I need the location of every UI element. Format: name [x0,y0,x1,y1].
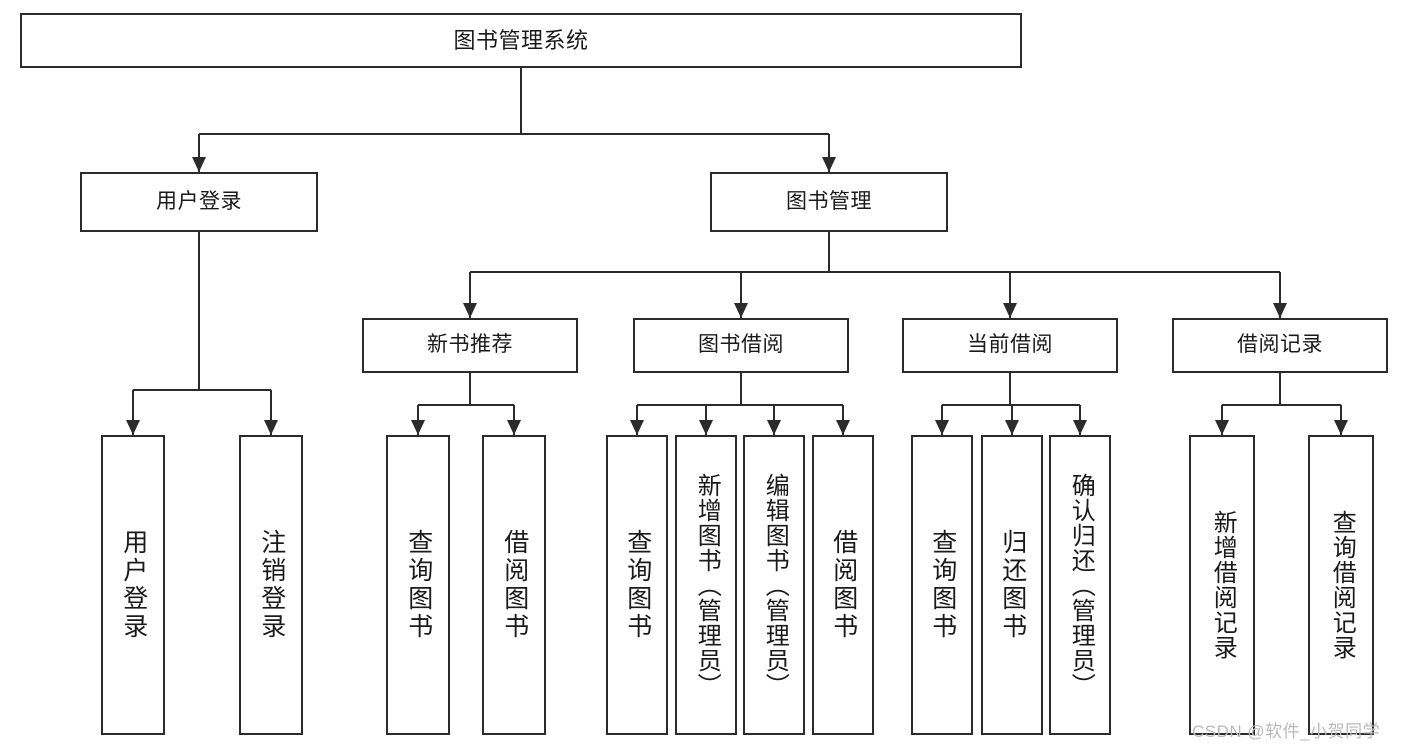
connector-line-vertical [198,134,200,172]
leaf-node[interactable]: 查询图书 [911,435,973,735]
arrowhead-icon [836,420,850,435]
connector-line-vertical [270,390,272,435]
connector-line-horizontal [133,389,271,391]
node-label: 注销登录 [257,529,286,641]
leaf-node[interactable]: 新增借阅记录 [1189,435,1255,735]
connector-line-horizontal [1222,404,1341,406]
node-label: 新书推荐 [427,333,513,357]
node-label: 用户登录 [156,189,242,213]
arrowhead-icon [699,420,713,435]
node-label: 查询图书 [928,529,957,641]
leaf-node[interactable]: 借阅图书 [482,435,546,735]
leaf-node[interactable]: 查询借阅记录 [1308,435,1374,735]
node-label: 图书管理系统 [453,27,589,53]
connector-line-horizontal [470,271,1280,273]
leaf-node[interactable]: 用户登录 [101,435,165,735]
node-current-borrow[interactable]: 当前借阅 [902,318,1118,373]
arrowhead-icon [192,157,206,172]
connector-line-vertical [828,134,830,172]
node-label: 编辑图书（管理员） [761,472,789,698]
connector-line-vertical [198,232,200,390]
connector-line-vertical [520,68,522,134]
node-label: 借阅图书 [829,529,858,641]
leaf-node[interactable]: 归还图书 [981,435,1043,735]
leaf-node[interactable]: 编辑图书（管理员） [743,435,805,735]
csdn-watermark: CSDN @软件_小贺同学 [1192,722,1381,741]
arrowhead-icon [630,420,644,435]
connector-line-vertical [828,232,830,272]
connector-line-vertical [1009,272,1011,318]
arrowhead-icon [767,420,781,435]
arrowhead-icon [1073,420,1087,435]
connector-line-vertical [1279,272,1281,318]
connector-line-vertical [1279,373,1281,405]
leaf-node[interactable]: 借阅图书 [812,435,874,735]
leaf-node[interactable]: 查询图书 [606,435,668,735]
arrowhead-icon [1215,420,1229,435]
arrowhead-icon [264,420,278,435]
arrowhead-icon [463,303,477,318]
leaf-node[interactable]: 注销登录 [239,435,303,735]
arrowhead-icon [1003,303,1017,318]
connector-line-vertical [740,272,742,318]
arrowhead-icon [126,420,140,435]
arrowhead-icon [411,420,425,435]
connector-line-horizontal [199,133,829,135]
connector-line-vertical [132,390,134,435]
node-label: 新增图书（管理员） [693,472,721,698]
arrowhead-icon [1334,420,1348,435]
connector-line-vertical [740,373,742,405]
leaf-node[interactable]: 新增图书（管理员） [675,435,737,735]
node-label: 借阅图书 [500,529,529,641]
arrowhead-icon [507,420,521,435]
connector-line-vertical [469,373,471,405]
arrowhead-icon [1005,420,1019,435]
connector-line-vertical [469,272,471,318]
node-label: 图书借阅 [698,333,784,357]
leaf-node[interactable]: 确认归还（管理员） [1049,435,1111,735]
node-label: 查询图书 [623,529,652,641]
arrowhead-icon [1273,303,1287,318]
node-book-management[interactable]: 图书管理 [710,172,948,232]
arrowhead-icon [822,157,836,172]
connector-line-horizontal [418,404,514,406]
connector-line-vertical [1009,373,1011,405]
node-book-borrow[interactable]: 图书借阅 [633,318,849,373]
node-borrow-records[interactable]: 借阅记录 [1172,318,1388,373]
connector-line-horizontal [637,404,843,406]
node-label: 归还图书 [998,529,1027,641]
node-new-book-recommend[interactable]: 新书推荐 [362,318,578,373]
arrowhead-icon [935,420,949,435]
node-label: 新增借阅记录 [1209,510,1237,660]
node-label: 确认归还（管理员） [1067,472,1095,698]
node-root-system[interactable]: 图书管理系统 [20,13,1022,68]
leaf-node[interactable]: 查询图书 [386,435,450,735]
arrowhead-icon [734,303,748,318]
node-label: 查询图书 [404,529,433,641]
node-label: 借阅记录 [1237,333,1323,357]
node-user-login[interactable]: 用户登录 [80,172,318,232]
node-label: 用户登录 [119,529,148,641]
node-label: 查询借阅记录 [1328,510,1356,660]
node-label: 图书管理 [786,189,872,213]
node-label: 当前借阅 [967,333,1053,357]
